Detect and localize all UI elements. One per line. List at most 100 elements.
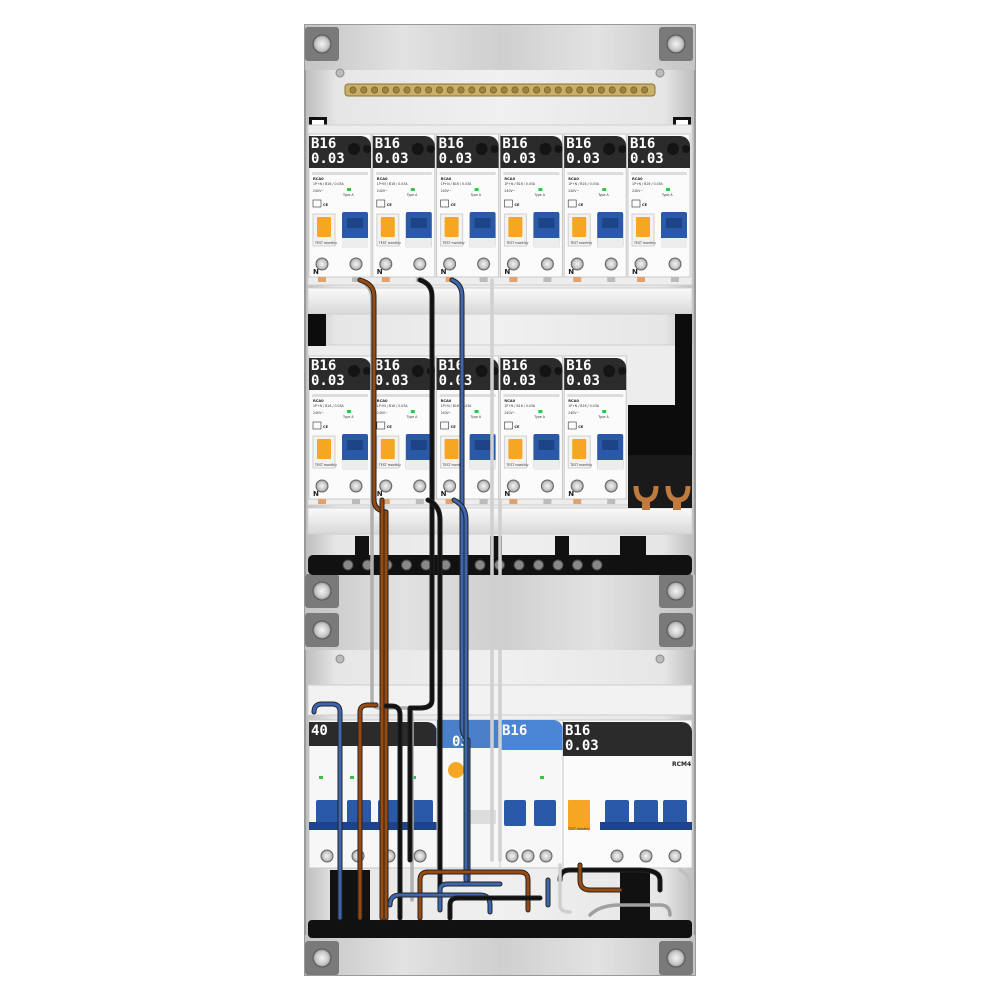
test-button[interactable] <box>444 439 459 459</box>
test-text: TEST monthly <box>314 241 337 245</box>
volts-text: 240V~ <box>377 411 388 415</box>
wire-black-1 <box>408 278 434 862</box>
neutral-mark: N <box>568 490 574 498</box>
rail-clip-slot <box>312 120 324 125</box>
lug <box>479 277 488 282</box>
wire-grey-6 <box>678 868 692 920</box>
wire-brown-4 <box>418 870 530 920</box>
toggle-base <box>533 238 560 248</box>
toggle-lever[interactable] <box>410 218 427 228</box>
test-button[interactable] <box>317 217 331 237</box>
screw-icon <box>312 581 332 601</box>
busbar-screw <box>522 86 530 94</box>
volts-text: 240V~ <box>313 411 324 415</box>
terminal-screw <box>591 559 603 571</box>
toggle-lever[interactable] <box>347 440 363 450</box>
ce-mark: CE <box>514 425 520 429</box>
spec-text: 1P+N / B16 / 0.03A <box>632 182 664 186</box>
toggle-base <box>405 238 432 248</box>
lug <box>573 277 582 282</box>
rcbo-toggle[interactable] <box>605 800 629 828</box>
busbar-screw <box>414 86 422 94</box>
test-button[interactable] <box>317 439 331 459</box>
spec-text: 1P+N / B16 / 0.03A <box>377 182 409 186</box>
terminal-screw <box>570 479 584 493</box>
terminal-screw <box>533 559 544 571</box>
main-switch-rating: 40 <box>311 723 328 739</box>
lug <box>509 499 518 504</box>
type-text: Type A <box>406 193 418 197</box>
neutral-mark: N <box>441 268 447 276</box>
terminal-screw <box>513 559 525 571</box>
header-dial <box>363 367 371 375</box>
lug <box>543 499 552 504</box>
test-button[interactable] <box>572 217 587 237</box>
spec-text: 1P+N / B16 / 0.03A <box>441 404 473 408</box>
main-switch-toggle[interactable] <box>409 800 433 826</box>
rcbo-4pole-rating: B16 <box>565 723 590 739</box>
sensitivity-label: 0.03 <box>439 373 473 389</box>
test-button[interactable] <box>572 439 587 459</box>
terminal-screw <box>668 849 682 863</box>
sensitivity-label: 0.03 <box>502 151 536 167</box>
module-toggle[interactable] <box>534 800 556 826</box>
rcm-tag: RCM4 <box>672 761 691 768</box>
test-button[interactable] <box>380 217 395 237</box>
brass-busbar <box>344 83 656 97</box>
toggle-lever[interactable] <box>538 218 555 228</box>
rating-box <box>567 421 577 430</box>
main-switch-toggle[interactable] <box>316 800 340 826</box>
wire-grey-5 <box>588 903 672 917</box>
terminal-screw <box>572 559 583 571</box>
toggle-lever[interactable] <box>474 218 491 228</box>
spec-text: 1P+N / B16 / 0.03A <box>377 404 409 408</box>
toggle-lever[interactable] <box>602 440 619 450</box>
ce-mark: CE <box>323 425 329 429</box>
toggle-lever[interactable] <box>602 218 619 228</box>
wire-blue-4 <box>438 882 502 912</box>
status-led <box>319 776 323 779</box>
toggle-lever[interactable] <box>538 440 555 450</box>
rating-label: B16 <box>311 136 336 152</box>
rcbo-toggle[interactable] <box>663 800 687 828</box>
test-text: TEST monthly <box>505 463 528 467</box>
earth-bar <box>308 870 692 938</box>
header-dial <box>348 143 360 155</box>
screw-icon <box>666 34 686 54</box>
status-led <box>666 188 670 191</box>
toggle-lever[interactable] <box>666 218 682 228</box>
test-text: TEST monthly <box>442 241 465 245</box>
brand-stripe <box>567 172 624 175</box>
header-dial <box>618 367 627 375</box>
test-button[interactable] <box>444 217 459 237</box>
brand-stripe <box>567 394 624 397</box>
brand-stripe <box>439 172 496 175</box>
wire-brown-5 <box>578 863 622 892</box>
test-button[interactable] <box>568 800 590 830</box>
wire-grey-4 <box>558 863 572 914</box>
test-button[interactable] <box>508 439 523 459</box>
rating-box <box>504 421 513 430</box>
neutral-mark: N <box>568 268 574 276</box>
toggle-lever[interactable] <box>474 440 491 450</box>
rating-box <box>376 421 386 430</box>
rating-label: B16 <box>566 136 591 152</box>
rcbo-toggle[interactable] <box>634 800 658 828</box>
test-button[interactable] <box>636 217 650 237</box>
toggle-lever[interactable] <box>410 440 427 450</box>
neutral-mark: N <box>377 268 383 276</box>
test-button[interactable] <box>508 217 523 237</box>
test-text: TEST monthly <box>569 463 592 467</box>
terminal-screw <box>349 479 363 493</box>
busbar-screw <box>597 86 605 94</box>
test-button[interactable] <box>380 439 395 459</box>
status-led <box>474 188 479 191</box>
toggle-lever[interactable] <box>347 218 363 228</box>
wire-black-2 <box>426 498 442 907</box>
header-dial <box>475 143 488 155</box>
module-toggle[interactable] <box>504 800 526 826</box>
type-text: Type A <box>406 415 418 419</box>
